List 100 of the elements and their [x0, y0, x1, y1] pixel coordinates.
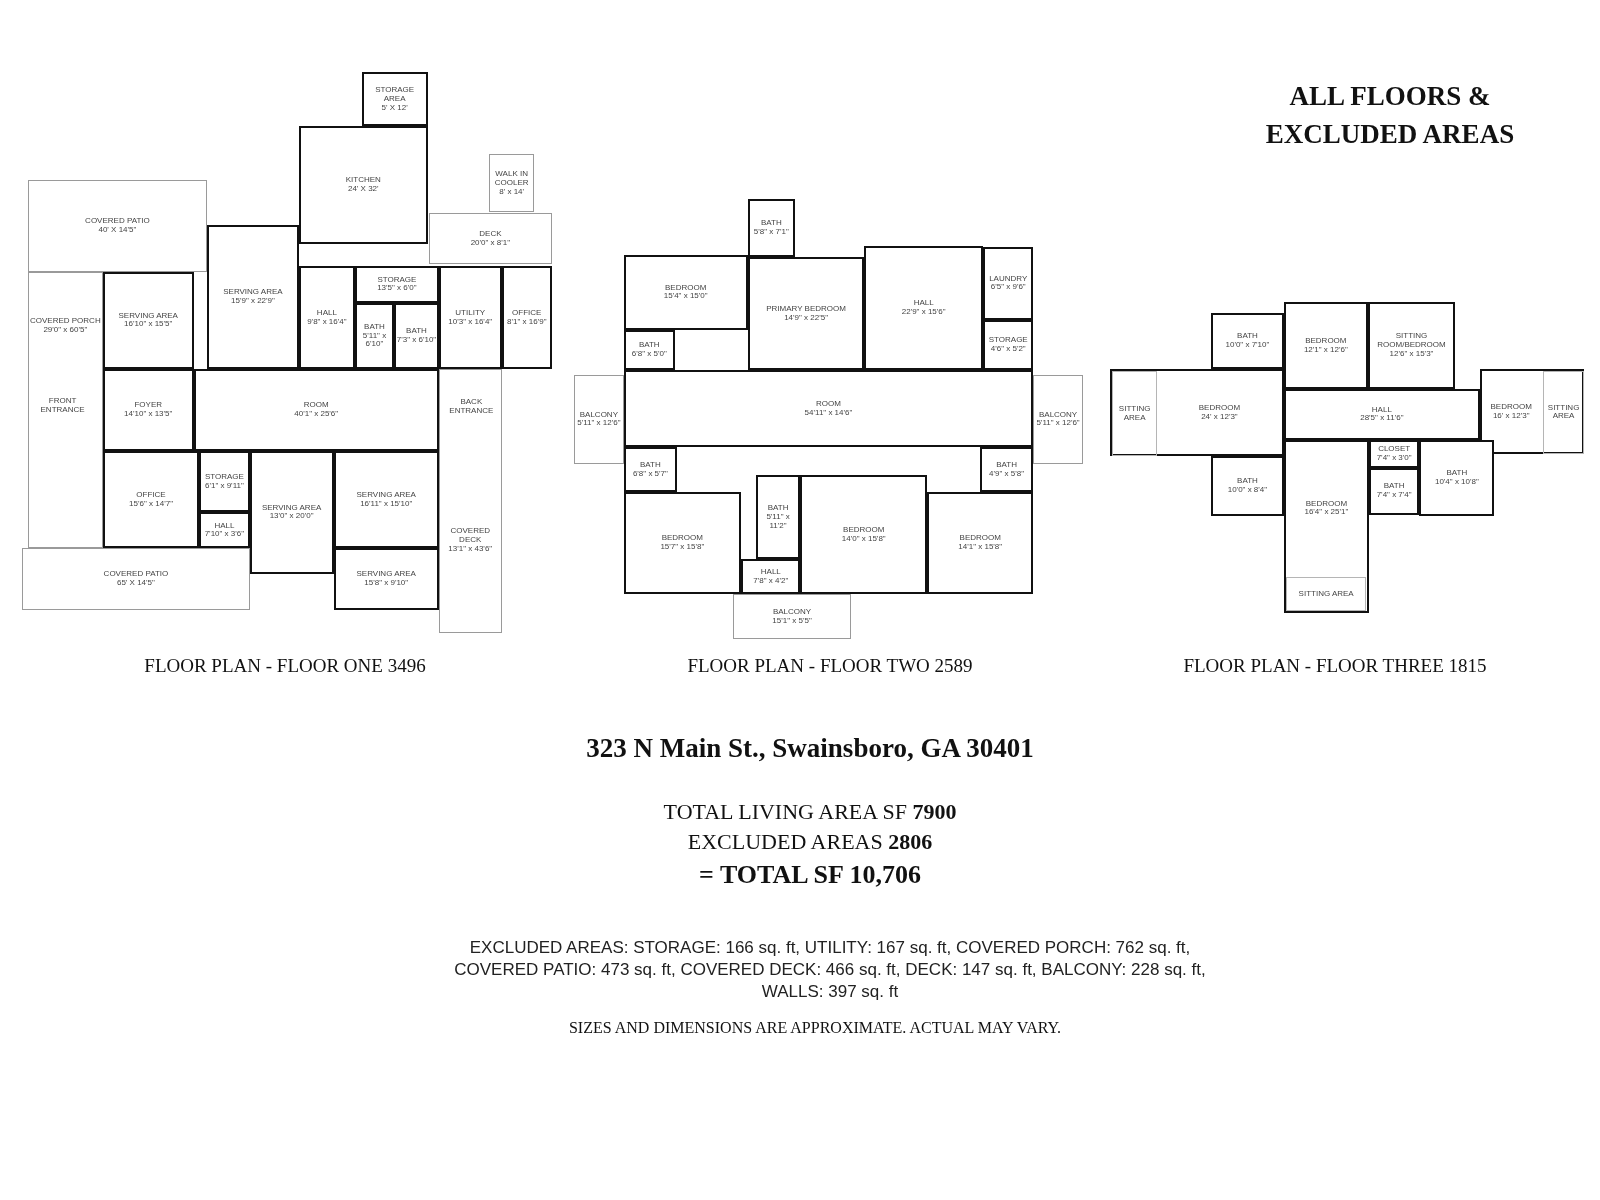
- room-name: STORAGE: [988, 336, 1028, 345]
- room-dimensions: 40' X 14'5": [98, 225, 137, 235]
- room-dimensions: 16' x 12'3": [1492, 411, 1530, 421]
- room: [747, 198, 795, 258]
- room-name: HALL: [214, 521, 235, 531]
- address-heading: 323 N Main St., Swainsboro, GA 30401: [585, 733, 1035, 764]
- room: [1283, 439, 1369, 614]
- room-name: ROOM: [816, 400, 841, 409]
- room-name: WALK IN COOLER: [493, 169, 530, 188]
- room-dimensions: 22'9" x 15'6": [901, 308, 946, 317]
- outdoor-area: [22, 548, 250, 610]
- room-dimensions: 4'6" x 5'2": [990, 344, 1026, 354]
- room-dimensions: 15'9" x 22'9": [231, 296, 275, 306]
- room-dimensions: 10'0" x 7'10": [1225, 341, 1270, 350]
- room-name: HALL: [913, 299, 934, 308]
- room-name: BATH: [640, 461, 661, 470]
- outdoor-area: [1033, 374, 1083, 465]
- room: [623, 447, 678, 493]
- room-dimensions: 4'9" x 5'8": [989, 469, 1025, 479]
- room-dimensions: 15'4" x 15'0": [663, 292, 708, 302]
- room-dimensions: 24' X 32': [347, 184, 379, 194]
- room-dimensions: 20'0" x 8'1": [470, 238, 511, 248]
- room-dimensions: 6'8" x 5'7": [632, 469, 668, 479]
- room: [298, 266, 355, 370]
- room-name: SERVING AREA: [118, 311, 178, 321]
- room-dimensions: 6'1" x 9'11": [204, 481, 244, 491]
- room-dimensions: 8'1" x 16'9": [507, 317, 547, 327]
- room-dimensions: 54'11" x 14'6": [804, 408, 853, 418]
- room: [983, 319, 1034, 371]
- room-name: BATH: [638, 341, 660, 350]
- floor-caption: FLOOR PLAN - FLOOR TWO 2589: [686, 655, 974, 677]
- room-name: BALCONY: [772, 607, 812, 617]
- room-name: BEDROOM: [959, 534, 1001, 544]
- room: [979, 447, 1034, 493]
- room-name: HALL: [1371, 405, 1392, 415]
- room-name: SERVING AREA: [356, 570, 416, 580]
- room-name: SERVING AREA: [356, 490, 416, 500]
- room: [102, 450, 200, 549]
- room-dimensions: 14'10" x 13'5": [124, 409, 173, 419]
- room-name: SERVING AREA: [223, 288, 283, 297]
- room: [755, 475, 801, 560]
- disclaimer-note: SIZES AND DIMENSIONS ARE APPROXIMATE. ACTUAL MAY VARY.: [567, 1019, 1063, 1037]
- outdoor-area: [27, 179, 207, 272]
- room: [354, 266, 439, 303]
- room: [1368, 467, 1420, 515]
- room-name: BEDROOM: [1305, 499, 1348, 509]
- room: [298, 126, 428, 244]
- room-name: SITTING ROOM/BEDROOM: [1376, 332, 1447, 350]
- room-dimensions: 7'4" x 7'4": [1376, 491, 1412, 500]
- room: [1211, 456, 1284, 516]
- room-dimensions: 5'11" x 6'10": [361, 331, 388, 350]
- room: [623, 370, 1034, 448]
- room-dimensions: 6'5" x 9'6": [990, 283, 1026, 293]
- outdoor-area: [428, 213, 552, 264]
- room-name: BALCONY: [579, 410, 618, 420]
- room: [333, 548, 439, 610]
- room-dimensions: 14'9" x 22'5": [784, 313, 828, 323]
- room-name: FOYER: [134, 401, 162, 410]
- room-dimensions: 14'0" x 15'8": [841, 534, 886, 544]
- room-name: HALL: [316, 308, 337, 318]
- room-name: COVERED PATIO: [85, 216, 150, 226]
- room: [623, 329, 676, 371]
- room-name: BEDROOM: [665, 283, 707, 293]
- room-dimensions: 10'3" x 16'4": [448, 317, 493, 327]
- room-name: BATH: [1237, 477, 1258, 487]
- room-dimensions: 5' X 12': [381, 103, 408, 113]
- floor-caption: FLOOR PLAN - FLOOR ONE 3496: [143, 655, 427, 677]
- room-name: LAUNDRY: [989, 274, 1028, 284]
- sitting-area: [1112, 371, 1158, 457]
- room: [361, 72, 428, 126]
- room-name: BATH: [767, 504, 789, 514]
- room: [1479, 369, 1584, 455]
- room-dimensions: 13'0" x 20'0": [269, 512, 314, 522]
- room-name: BATH: [364, 322, 385, 332]
- room: [1283, 389, 1480, 440]
- room: [1367, 301, 1456, 390]
- room-dimensions: 15'7" x 15'8": [660, 543, 705, 552]
- room-name: BEDROOM: [661, 534, 703, 544]
- room-dimensions: 10'4" x 10'8": [1434, 477, 1479, 487]
- room-name: COVERED DECK: [449, 527, 491, 545]
- room: [623, 254, 748, 330]
- room-dimensions: 12'1" x 12'6": [1303, 345, 1348, 355]
- room-name: UTILITY: [455, 308, 486, 318]
- room-dimensions: 10'0" x 8'4": [1227, 486, 1268, 495]
- room-name: CLOSET: [1378, 444, 1411, 454]
- room-dimensions: 5'8" x 7'1": [753, 227, 789, 237]
- room-dimensions: 16'11" x 15'10": [360, 499, 413, 509]
- outdoor-area: [438, 369, 502, 634]
- room-dimensions: 9'8" x 16'4": [307, 317, 347, 327]
- room-name: STORAGE: [204, 472, 244, 482]
- room-dimensions: 15'1" x 5'5": [772, 616, 812, 626]
- room: [354, 302, 395, 370]
- room: [1110, 369, 1284, 457]
- room-name: SERVING AREA: [261, 503, 322, 513]
- room-dimensions: 13'1" x 43'6": [448, 544, 493, 554]
- room-dimensions: 7'10" x 3'6": [204, 530, 245, 540]
- room: [864, 245, 984, 371]
- room: [1211, 313, 1284, 370]
- room: [623, 492, 742, 595]
- room-dimensions: 65' X 14'5": [116, 579, 155, 588]
